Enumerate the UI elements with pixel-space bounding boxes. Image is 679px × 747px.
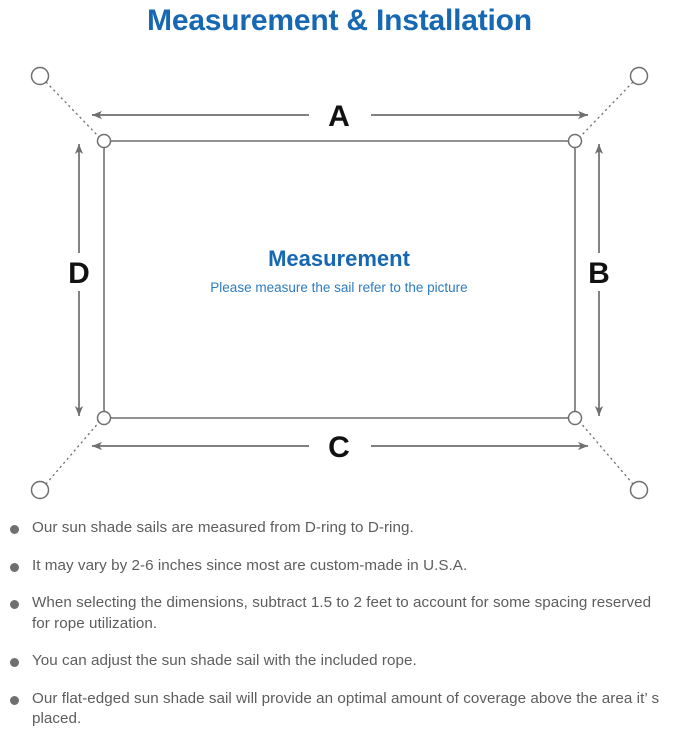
- rope-lines: [45, 81, 634, 485]
- d-ring-top-right: [567, 133, 583, 149]
- page-title: Measurement & Installation: [147, 4, 532, 37]
- sail-sublabel: Please measure the sail refer to the pic…: [210, 280, 467, 295]
- rope-line-top-right: [578, 81, 634, 139]
- rope-line-bottom-right: [578, 420, 634, 485]
- measurement-diagram: Measurement Please measure the sail refe…: [0, 48, 679, 518]
- list-item: Our flat-edged sun shade sail will provi…: [0, 689, 679, 730]
- list-item: Our sun shade sails are measured from D-…: [0, 518, 679, 539]
- dimension-d-label: D: [68, 257, 90, 290]
- list-item: You can adjust the sun shade sail with t…: [0, 651, 679, 672]
- d-rings: [96, 133, 583, 426]
- d-ring-top-left: [96, 133, 112, 149]
- dimension-b-label: B: [588, 257, 610, 290]
- bullet-icon: [10, 658, 19, 667]
- note-text: You can adjust the sun shade sail with t…: [32, 652, 417, 669]
- bullet-icon: [10, 525, 19, 534]
- sail-label: Measurement: [268, 246, 411, 271]
- d-ring-bottom-right: [567, 410, 583, 426]
- anchor-point-bottom-right: [629, 480, 649, 500]
- dimension-a-label: A: [328, 100, 350, 133]
- anchor-point-top-right: [629, 66, 649, 86]
- rope-line-bottom-left: [45, 420, 101, 485]
- bullet-icon: [10, 600, 19, 609]
- anchor-point-top-left: [30, 66, 50, 86]
- note-text: Our flat-edged sun shade sail will provi…: [32, 689, 660, 728]
- sail-outline: [103, 140, 576, 419]
- anchor-point-bottom-left: [30, 480, 50, 500]
- note-text: When selecting the dimensions, subtract …: [32, 594, 652, 632]
- bullet-icon: [10, 562, 19, 572]
- note-text: It may vary by 2-6 inches since most are…: [32, 556, 468, 574]
- dimension-c-label: C: [328, 431, 350, 464]
- dimension-b: B: [588, 143, 610, 417]
- bullet-icon: [10, 695, 19, 705]
- anchor-points: [30, 66, 649, 500]
- note-text: Our sun shade sails are measured from D-…: [32, 519, 414, 536]
- rope-line-top-left: [45, 81, 101, 139]
- notes-list: Our sun shade sails are measured from D-…: [0, 518, 679, 747]
- list-item: When selecting the dimensions, subtract …: [0, 593, 679, 634]
- dimension-a: A: [91, 100, 589, 133]
- list-item: It may vary by 2-6 inches since most are…: [0, 556, 679, 577]
- d-ring-bottom-left: [96, 410, 112, 426]
- dimension-c: C: [91, 431, 589, 464]
- dimension-d: D: [68, 143, 90, 417]
